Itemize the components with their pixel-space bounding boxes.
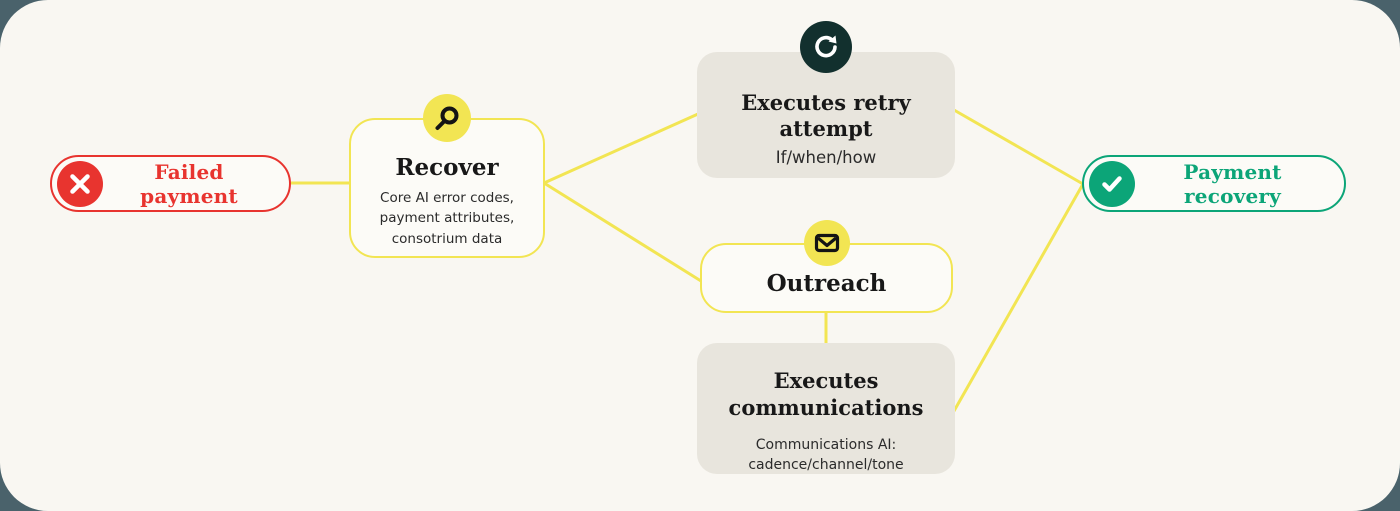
payment-recovery-label: Payment recovery (1183, 159, 1282, 208)
edge-recover-retry (542, 112, 700, 185)
edge-recover-outreach (542, 181, 703, 283)
magnifier-icon (423, 94, 471, 142)
recover-title: Recover (395, 154, 499, 181)
failed-payment-node: Failed payment (50, 155, 291, 212)
outreach-node: Outreach (700, 220, 953, 313)
executes-retry-body: If/when/how (775, 147, 877, 167)
recover-body: Core AI error codes, payment attributes,… (379, 190, 515, 247)
executes-communications-title: Executes communications (728, 368, 924, 421)
payment-recovery-node: Payment recovery (1082, 155, 1346, 212)
edge-comms-recovery (952, 182, 1085, 413)
edge-retry-recovery (952, 108, 1085, 186)
check-circle-icon (1089, 160, 1135, 207)
failed-payment-label: Failed payment (140, 159, 238, 208)
executes-communications-body: Communications AI: cadence/channel/tone (748, 436, 904, 473)
x-circle-icon (57, 160, 103, 207)
refresh-icon (800, 21, 852, 73)
recover-node: Recover Core AI error codes, payment att… (349, 94, 545, 258)
outreach-title: Outreach (766, 269, 887, 297)
executes-retry-title: Executes retry attempt (741, 90, 911, 142)
executes-communications-node: Executes communications Communications A… (697, 343, 955, 474)
executes-retry-node: Executes retry attempt If/when/how (697, 21, 955, 178)
envelope-icon (803, 220, 850, 266)
